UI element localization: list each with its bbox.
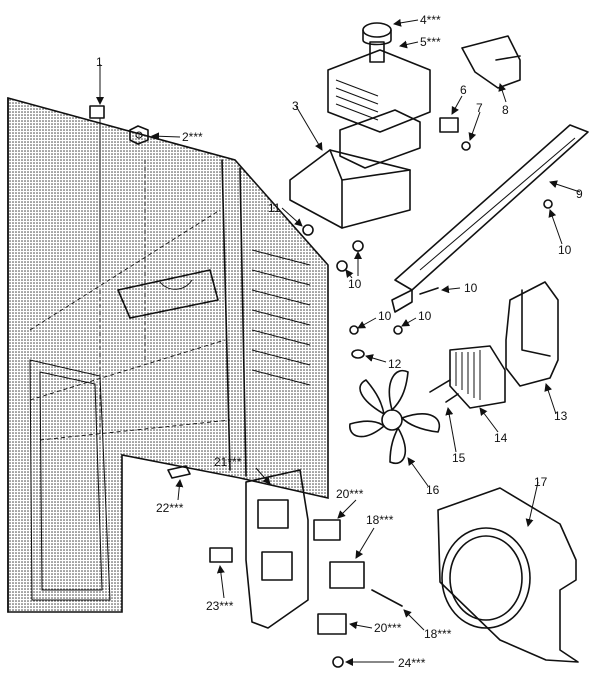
part-16-fan-blade — [349, 369, 441, 487]
callout-1: 1 — [96, 55, 103, 69]
part-12-washer — [351, 349, 387, 363]
part-20-switch-upper — [313, 499, 357, 541]
cabinet-panel — [7, 96, 329, 613]
part-5-magnetron — [327, 41, 431, 169]
callout-15: 15 — [452, 451, 466, 465]
callout-2: 2*** — [182, 130, 203, 144]
callout-20b: 20*** — [374, 621, 402, 635]
part-21-switch-bracket — [245, 467, 309, 629]
part-7-screw — [461, 111, 481, 151]
part-20-switch-lower — [317, 613, 373, 635]
callout-22: 22*** — [156, 501, 184, 515]
callout-labels: 1 2*** 3 4*** 5*** 6 7 8 9 10 10 10 10 1… — [96, 13, 583, 670]
callout-3: 3 — [292, 99, 299, 113]
callout-18a: 18*** — [366, 513, 394, 527]
part-13-motor-bracket — [505, 281, 559, 415]
part-22-clip — [167, 465, 191, 501]
part-4-antenna-cap — [362, 18, 419, 46]
callout-10a: 10 — [558, 243, 572, 257]
part-18-screw-lower — [371, 589, 425, 631]
part-23-bracket — [209, 547, 233, 599]
callout-20a: 20*** — [336, 487, 364, 501]
callout-18b: 18*** — [424, 627, 452, 641]
part-3-cover — [289, 105, 411, 229]
callout-24: 24*** — [398, 656, 426, 670]
part-6-thermal-cutout — [439, 95, 463, 133]
part-1-clip — [89, 64, 105, 282]
callout-8: 8 — [502, 103, 509, 117]
part-14-fan-motor — [429, 345, 506, 433]
callout-21: 21*** — [214, 455, 242, 469]
part-15-shaft — [445, 393, 459, 453]
callout-7: 7 — [476, 101, 483, 115]
callout-4: 4*** — [420, 13, 441, 27]
callout-5: 5*** — [420, 35, 441, 49]
callout-6: 6 — [460, 83, 467, 97]
callout-10c: 10 — [464, 281, 478, 295]
callout-16: 16 — [426, 483, 440, 497]
callout-17: 17 — [534, 475, 548, 489]
screws-10-11 — [281, 199, 563, 335]
part-24-screw — [332, 656, 394, 668]
callout-10b: 10 — [348, 277, 362, 291]
callout-10e: 10 — [418, 309, 432, 323]
part-2-nut — [129, 125, 181, 145]
part-9-rail — [391, 124, 589, 313]
callout-9: 9 — [576, 187, 583, 201]
callout-13: 13 — [554, 409, 568, 423]
callout-12: 12 — [388, 357, 402, 371]
callout-10d: 10 — [378, 309, 392, 323]
callout-11: 11 — [268, 201, 281, 215]
callout-14: 14 — [494, 431, 508, 445]
part-8-bracket — [461, 35, 521, 103]
callout-23: 23*** — [206, 599, 234, 613]
part-18-switch-upper — [329, 527, 375, 589]
part-17-fan-housing — [437, 481, 579, 663]
